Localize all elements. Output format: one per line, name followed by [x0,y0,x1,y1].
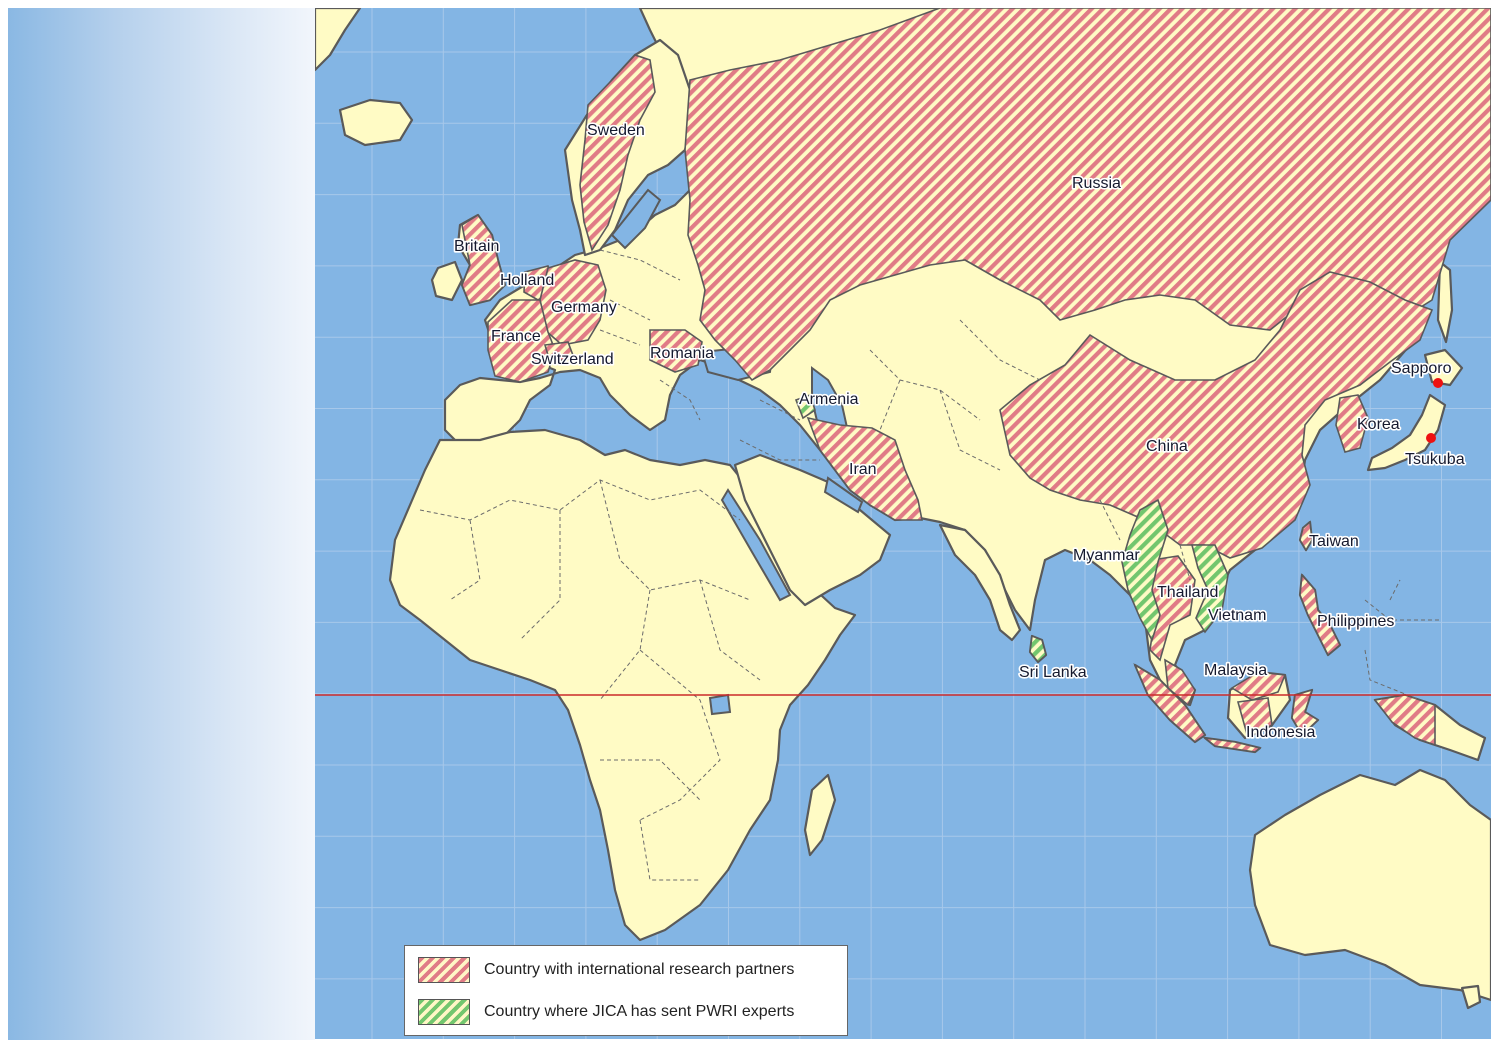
border-lines-africa [419,479,761,881]
label-sweden: Sweden [587,122,645,139]
label-iran: Iran [849,461,877,478]
label-germany: Germany [551,299,617,316]
sapporo-marker [1433,378,1443,388]
landmass-india [938,523,1022,642]
border-lines-europe [599,249,701,421]
label-philippines: Philippines [1317,613,1394,630]
landmass-japan-hokkaido [1423,348,1464,387]
region-sweden [579,54,656,252]
region-indonesia-sulawesi [1291,688,1320,737]
legend-row-partners: Country with international research part… [418,956,794,984]
baltic-sea [610,188,662,250]
region-romania [649,329,703,373]
border-lines-asia [739,319,1191,581]
region-indonesia-java [1202,736,1262,753]
label-britain: Britain [454,238,499,255]
landmass-iceland [338,98,414,147]
label-russia: Russia [1072,175,1121,192]
landmass-tasmania [1460,984,1482,1010]
label-france: France [491,328,541,345]
region-philippines [1299,573,1341,657]
red-sea [720,488,792,602]
landmass-arabia [733,453,892,607]
label-tsukuba: Tsukuba [1405,451,1465,468]
label-korea: Korea [1357,416,1400,433]
label-sapporo: Sapporo [1391,360,1452,377]
landmass-greenland [315,8,362,72]
legend-row-jica: Country where JICA has sent PWRI experts [418,998,794,1026]
region-armenia [794,393,816,420]
label-myanmar: Myanmar [1073,547,1140,564]
region-indonesia-sumatra [1133,663,1207,744]
jica-countries [794,393,1229,664]
lake-victoria [708,693,732,716]
region-britain [461,213,506,306]
landmass-ireland [430,260,464,302]
region-malaysia [1164,658,1196,707]
label-taiwan: Taiwan [1309,533,1359,550]
label-romania: Romania [650,345,714,362]
border-lines-pacific [1364,579,1440,701]
label-sri-lanka: Sri Lanka [1019,664,1087,681]
label-holland: Holland [500,272,554,289]
map-legend: Country with international research part… [404,945,848,1036]
region-malaysia-borneo [1230,671,1287,701]
borders [419,249,1440,881]
tsukuba-marker [1426,433,1436,443]
region-sri-lanka [1029,634,1047,664]
landmass-africa [388,428,857,942]
side-gradient-panel [8,8,315,1040]
label-vietnam: Vietnam [1208,607,1266,624]
legend-label-jica: Country where JICA has sent PWRI experts [484,1003,795,1020]
region-indonesia-borneo [1236,697,1273,740]
label-switzerland: Switzerland [531,351,614,368]
region-taiwan [1299,520,1313,552]
landmass-japan-honshu [1366,393,1447,472]
region-switzerland [543,341,576,363]
landmass-madagascar [803,773,837,857]
landmass-sakhalin [1436,260,1454,344]
label-china: China [1146,438,1188,455]
partner-countries [461,8,1491,753]
region-korea [1335,394,1369,453]
landmass-australia [1248,768,1491,1002]
label-armenia: Armenia [799,391,859,408]
legend-swatch-partner [418,957,470,983]
region-myanmar [1121,498,1169,643]
legend-label-partner: Country with international research part… [484,961,795,978]
place-labels: Sweden Russia Britain Holland Germany Fr… [452,120,1466,742]
region-russia [684,8,1491,382]
legend-swatch-jica [418,999,470,1025]
region-vietnam [1190,544,1229,634]
persian-gulf [823,476,864,514]
region-china [999,271,1434,559]
label-thailand: Thailand [1157,584,1218,601]
label-malaysia: Malaysia [1204,662,1267,679]
label-indonesia: Indonesia [1246,724,1315,741]
region-iran [806,416,923,521]
